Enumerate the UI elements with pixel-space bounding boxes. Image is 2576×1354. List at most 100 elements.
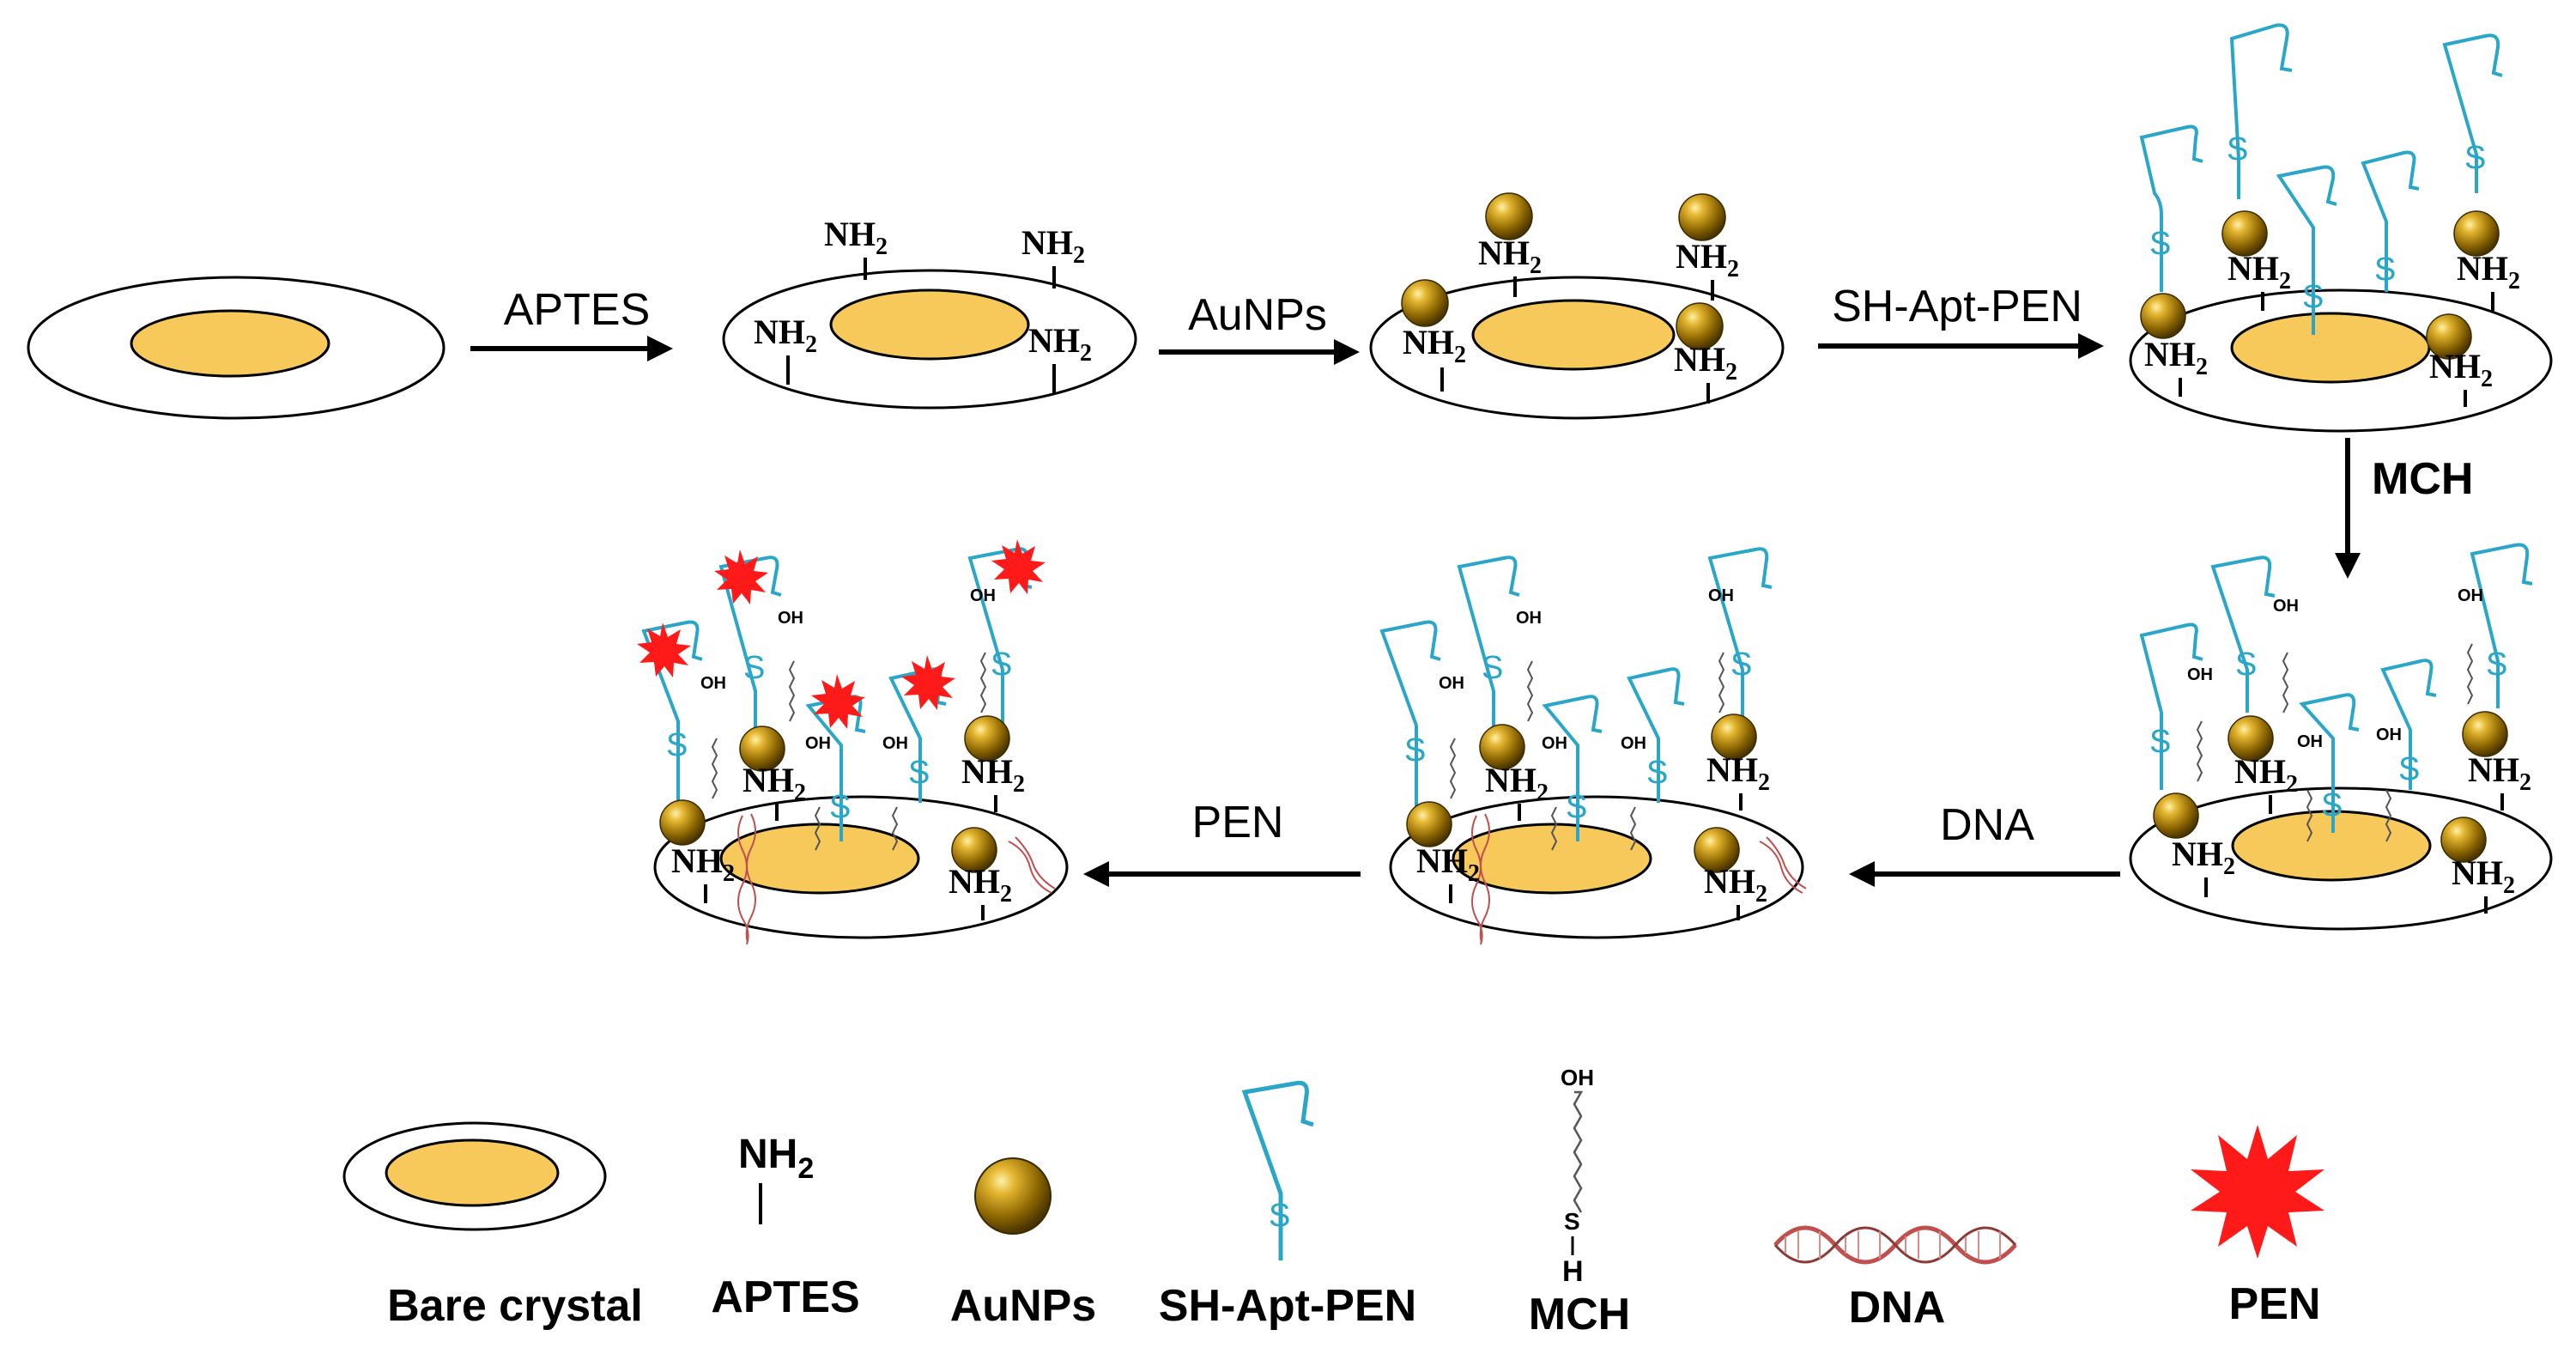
aunp [2221,210,2268,257]
aunp [2140,293,2186,339]
legend-item-pen: PEN [2191,1125,2324,1329]
step-arrow-pen: PEN [1083,798,1361,887]
svg-text:NH2: NH2 [2457,249,2520,294]
svg-text:S: S [1269,1198,1290,1234]
svg-text:NH2: NH2 [738,1132,814,1185]
svg-text:OH: OH [1708,586,1734,605]
legend-label-aptes: APTES [711,1272,859,1322]
step-arrow-aptes: APTES [470,285,673,361]
aunp [2426,313,2472,360]
svg-text:NH2: NH2 [1676,237,1739,282]
step-label-pen: PEN [1192,798,1284,847]
svg-text:NH2: NH2 [1416,841,1480,887]
svg-text:NH2: NH2 [754,313,817,358]
svg-text:NH2: NH2 [1704,862,1767,908]
svg-text:NH2: NH2 [2172,835,2235,880]
aunp [2153,792,2199,839]
aunp [964,715,1010,762]
svg-text:S: S [2398,751,2420,787]
svg-text:S: S [2149,226,2171,262]
svg-text:S: S [1730,647,1752,683]
legend-label-mch: MCH [1529,1290,1630,1339]
step-label-aunps: AuNPs [1188,290,1327,340]
svg-text:S: S [2374,252,2396,288]
svg-text:NH2: NH2 [1403,323,1466,368]
gold-electrode [130,309,330,378]
svg-text:OH: OH [778,609,803,628]
aunp [739,726,785,772]
svg-text:NH2: NH2 [949,862,1012,908]
legend-label-sh-apt-pen: SH-Apt-PEN [1159,1281,1416,1331]
stage-sh-apt-pen: S S S S S NH2 NH2 NH2 NH2 [2129,23,2553,433]
svg-text:NH2: NH2 [1674,340,1737,386]
step-label-aptes: APTES [504,285,651,335]
svg-text:NH2: NH2 [742,761,806,806]
legend-label-aunps: AuNPs [950,1281,1096,1331]
svg-text:S: S [1564,1208,1580,1235]
svg-text:S: S [2235,647,2257,683]
svg-text:S: S [2486,647,2507,683]
svg-text:OH: OH [1516,609,1542,628]
svg-text:S: S [1482,650,1503,686]
svg-text:OH: OH [2297,732,2323,751]
svg-text:NH2: NH2 [1706,750,1770,796]
svg-text:NH2: NH2 [2144,335,2208,380]
dna-strand [737,813,1056,945]
aunp [1694,827,1740,873]
legend-item-aunps: AuNPs [950,1157,1096,1331]
svg-text:S: S [743,650,765,686]
legend-item-bare-crystal: Bare crystal [342,1121,643,1331]
svg-text:OH: OH [2458,586,2483,605]
dna-strand [1471,813,1807,945]
svg-text:OH: OH [2273,597,2299,616]
svg-text:NH2: NH2 [2468,750,2531,796]
svg-text:OH: OH [970,586,996,605]
gold-electrode [1452,823,1652,895]
aunp [1676,302,1724,350]
aunp [2462,711,2508,757]
step-label-dna: DNA [1940,800,2034,850]
legend-item-sh-apt-pen: S SH-Apt-PEN [1159,1080,1416,1331]
svg-text:S: S [908,755,930,791]
svg-text:S: S [1646,755,1668,791]
svg-text:S: S [666,727,688,763]
pen-molecule [637,539,1046,729]
svg-text:S: S [2302,279,2324,315]
gold-electrode [829,288,1030,361]
legend-item-aptes: NH2 APTES [711,1132,859,1322]
svg-text:OH: OH [805,734,831,753]
svg-text:NH2: NH2 [2429,347,2493,392]
stage-bare-crystal [27,276,445,420]
svg-text:NH2: NH2 [1478,234,1542,279]
stage-aptes: NH2 NH2 NH2 NH2 [722,215,1137,410]
step-arrow-dna: DNA [1849,800,2120,887]
svg-text:NH2: NH2 [1485,761,1549,806]
step-label-sh-apt-pen: SH-Apt-PEN [1832,282,2082,331]
step-arrow-aunps: AuNPs [1159,290,1360,365]
svg-text:OH: OH [882,734,908,753]
stage-aunps: NH2 NH2 NH2 NH2 [1369,192,1785,420]
aunp [659,799,706,846]
legend-item-mch: OH S H MCH [1529,1065,1630,1339]
svg-text:S: S [2321,787,2343,823]
aunp [2453,210,2500,257]
aunp [2440,817,2487,863]
svg-text:S: S [829,789,851,825]
aunp [1678,193,1726,241]
step-label-mch: MCH [2372,454,2473,504]
nh2-group: NH2 [754,313,817,385]
svg-text:NH2: NH2 [1028,321,1092,367]
svg-text:NH2: NH2 [2452,853,2515,899]
svg-text:OH: OH [1561,1065,1594,1090]
aunp [2227,715,2274,762]
svg-text:OH: OH [1439,674,1464,693]
aunp [1485,192,1533,240]
nh2-group: NH2 [824,215,888,280]
nh2-group: NH2 [1021,223,1085,288]
svg-text:OH: OH [700,674,726,693]
legend: Bare crystal NH2 APTES AuNPs S SH-Apt-PE… [342,1065,2324,1339]
legend-label-pen: PEN [2229,1279,2321,1329]
svg-text:S: S [1566,789,1587,825]
